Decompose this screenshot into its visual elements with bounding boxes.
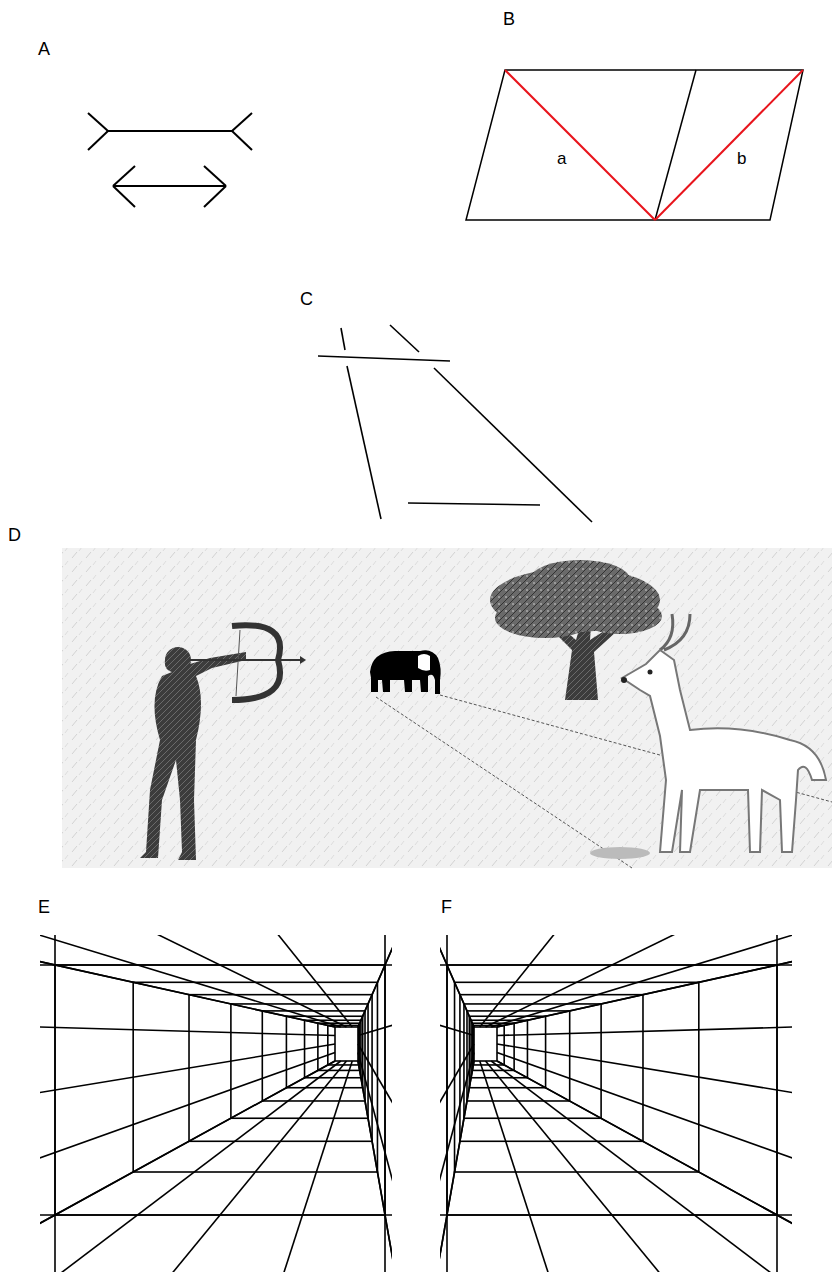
- tunnel-line: [40, 1023, 335, 1036]
- tunnel-drawing: [40, 935, 392, 1272]
- tunnel-line: [480, 935, 560, 1027]
- panel-letter: F: [441, 898, 452, 916]
- tunnel-line: [358, 1044, 392, 1118]
- tunnel-line: [358, 935, 392, 1027]
- tunnel-line: [497, 1044, 792, 1118]
- antelope: [590, 614, 826, 859]
- tunnel-line: [358, 1053, 392, 1213]
- ponzo-lines: [318, 325, 592, 522]
- tunnel-line: [358, 1061, 392, 1272]
- tunnel-ring: [474, 1027, 497, 1061]
- tunnel-ring: [335, 1027, 358, 1061]
- tunnel-line: [480, 1061, 560, 1272]
- tunnel-mirrored: [431, 928, 832, 1272]
- tunnel-line: [358, 1023, 392, 1036]
- tunnel-line: [497, 1023, 792, 1036]
- tunnel-line: [40, 1061, 341, 1272]
- tunnel-ring: [55, 965, 385, 1215]
- tunnel-frame: [440, 1214, 792, 1216]
- tunnel-line: [440, 935, 474, 1027]
- tunnel-ring: [305, 1020, 361, 1077]
- tunnel-line: [497, 1053, 792, 1213]
- tunnel-line: [497, 1061, 792, 1272]
- tunnel-line: [40, 935, 341, 1027]
- tunnel-line: [440, 1044, 474, 1118]
- hunting-scene: [62, 548, 832, 868]
- tunnel-frame: [384, 935, 386, 1272]
- tunnel-frame: [40, 1214, 392, 1216]
- tunnel-line: [440, 1023, 474, 1036]
- tunnel-line: [440, 935, 474, 1027]
- panel-letter: C: [300, 290, 313, 308]
- tunnel-frame: [776, 935, 778, 1272]
- panel-letter: A: [38, 40, 50, 58]
- tunnel-line: [440, 1061, 474, 1272]
- panel-letter: B: [503, 10, 515, 28]
- tunnel-frame: [40, 964, 392, 966]
- tunnel-line: [440, 1061, 474, 1272]
- panel-letter: E: [38, 898, 50, 916]
- tunnel-frame: [54, 935, 56, 1272]
- elephant: [370, 650, 441, 694]
- sander-parallelogram: [466, 70, 803, 220]
- tunnel-frame: [446, 935, 448, 1272]
- tunnel-line: [440, 1053, 474, 1213]
- tunnel-line: [486, 1061, 688, 1272]
- tunnel-line: [497, 1061, 792, 1272]
- tunnel-line: [491, 1061, 792, 1272]
- tunnel-drawing: [440, 935, 792, 1272]
- tunnel-line: [40, 1061, 335, 1272]
- tunnel-line: [273, 935, 353, 1027]
- tunnel-ring: [455, 982, 699, 1172]
- tunnel-line: [358, 935, 392, 1027]
- tunnel-line: [491, 935, 792, 1027]
- segment-label: b: [737, 150, 746, 167]
- tunnel-line: [273, 1061, 353, 1272]
- panel-letter: D: [8, 526, 21, 544]
- segment-label: a: [557, 150, 566, 167]
- tunnel-ring: [133, 982, 377, 1172]
- tunnel-line: [40, 1053, 335, 1213]
- tunnel-frame: [440, 964, 792, 966]
- tunnel-line: [40, 1061, 335, 1272]
- tunnel-line: [40, 1044, 335, 1118]
- tunnel-ring: [447, 965, 777, 1215]
- tunnel-line: [358, 1061, 392, 1272]
- tunnel-line: [144, 1061, 346, 1272]
- tunnel-ring: [471, 1020, 527, 1077]
- archer: [140, 625, 306, 860]
- muller-lyer: [88, 113, 252, 207]
